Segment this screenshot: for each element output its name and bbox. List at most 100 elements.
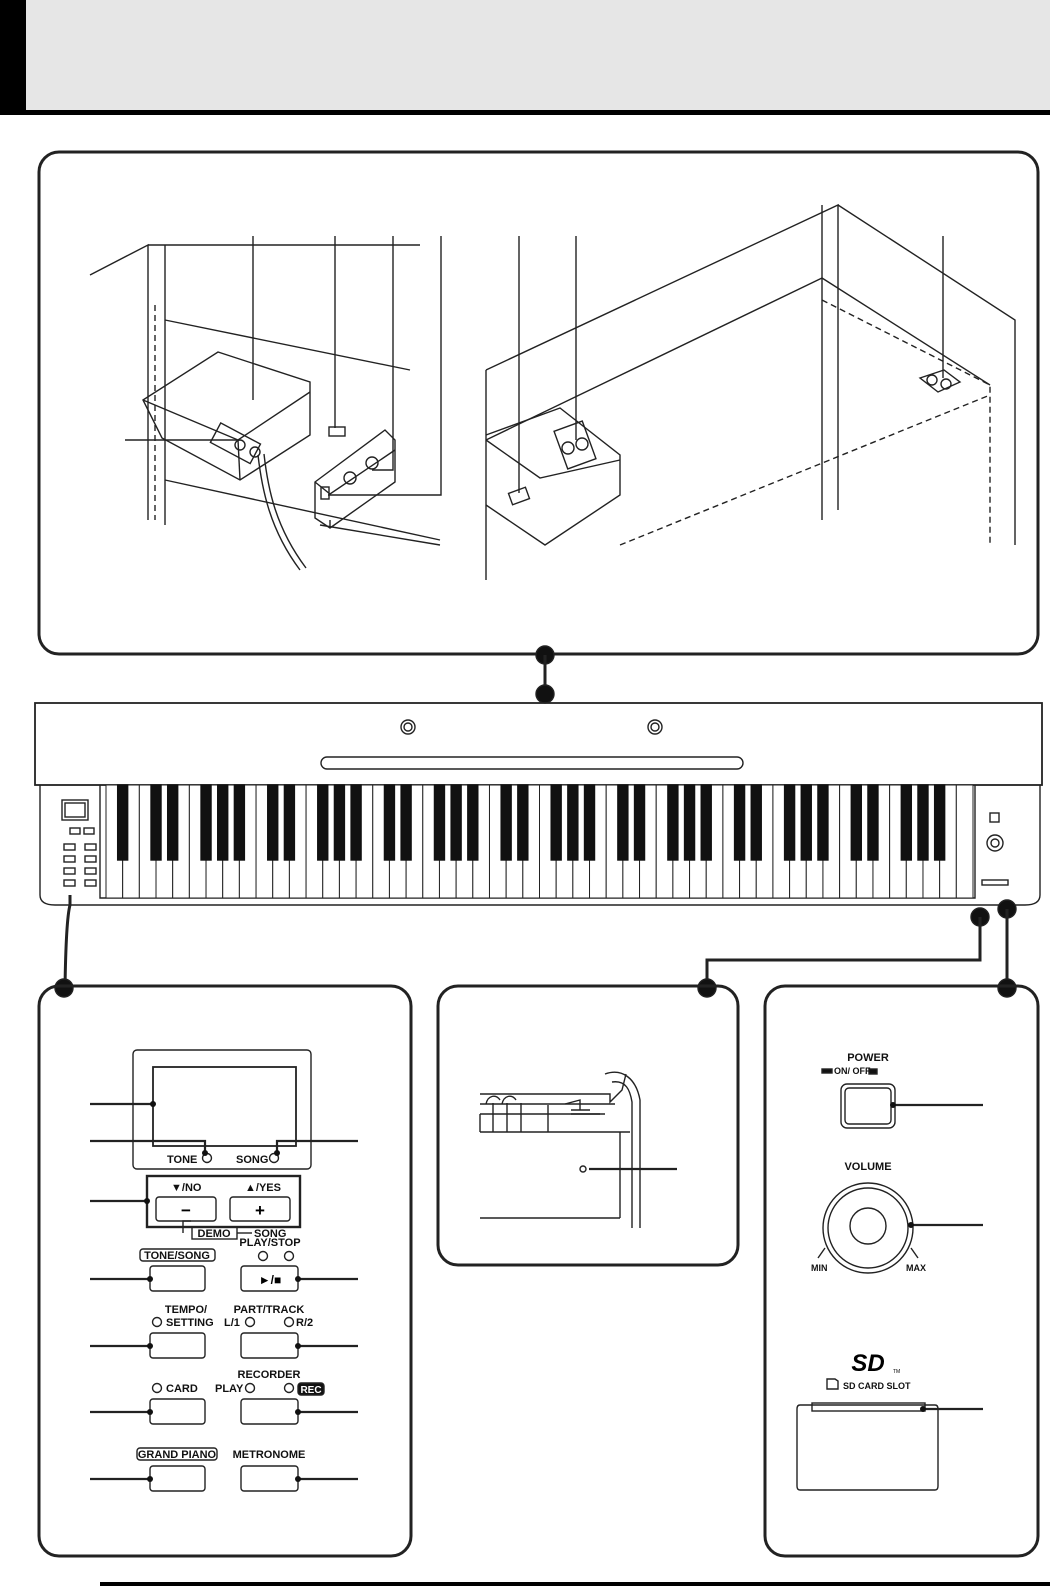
black-key	[517, 784, 529, 861]
power-states: ON/ OFF	[834, 1066, 871, 1076]
song-label: SONG	[254, 1228, 286, 1240]
yes-label: ▲/YES	[245, 1182, 281, 1194]
rec-led	[283, 1382, 295, 1394]
black-key	[850, 784, 862, 861]
header-rule	[26, 110, 1050, 115]
recorder-label: RECORDER	[238, 1369, 301, 1381]
max-label: MAX	[906, 1263, 926, 1273]
recorder-button[interactable]	[240, 1398, 299, 1425]
tempo-setting-button[interactable]	[149, 1332, 206, 1359]
lcd-housing	[132, 1049, 312, 1170]
cutaway-illustration	[479, 1071, 677, 1228]
black-key	[933, 784, 946, 861]
black-key	[633, 784, 646, 861]
volume-knob-outer[interactable]	[822, 1182, 914, 1274]
no-label: ▼/NO	[171, 1182, 202, 1194]
connector-line	[63, 895, 72, 989]
usb-port	[507, 486, 531, 506]
controls-panel	[763, 984, 1040, 1558]
sd-logo: SD	[851, 1350, 884, 1377]
black-key	[317, 784, 329, 861]
black-key	[350, 784, 362, 861]
white-key	[955, 784, 974, 899]
small-switch	[328, 426, 346, 437]
console-panel	[37, 984, 413, 1558]
demo-bracket	[182, 1220, 191, 1233]
black-key	[683, 784, 696, 861]
black-key	[783, 784, 796, 861]
black-key	[267, 784, 279, 861]
black-key	[217, 784, 229, 861]
power-button[interactable]	[840, 1083, 896, 1129]
black-key	[116, 784, 129, 861]
r2-led	[283, 1316, 295, 1328]
plus-glyph: +	[255, 1201, 265, 1220]
grand-piano-label: GRAND PIANO	[138, 1449, 217, 1461]
underside-panel	[37, 150, 1040, 656]
black-key	[383, 784, 396, 861]
black-key	[150, 784, 162, 861]
play-led-right	[283, 1250, 295, 1262]
l1-led	[244, 1316, 256, 1328]
play-label: PLAY	[215, 1383, 244, 1395]
sd-tm: TM	[893, 1369, 900, 1375]
black-key	[733, 784, 746, 861]
sd-card-icon	[826, 1378, 839, 1390]
mini-console	[61, 799, 97, 887]
sd-slot-label: SD CARD SLOT	[843, 1381, 911, 1391]
play-rec-led	[244, 1382, 256, 1394]
tone-song-button[interactable]	[149, 1265, 206, 1292]
sd-card-slot	[811, 1402, 926, 1412]
black-key	[567, 784, 579, 861]
play-stop-glyph: ►/■	[259, 1273, 281, 1287]
volume-knob-center	[849, 1207, 887, 1245]
yes-button[interactable]	[229, 1196, 291, 1222]
rec-badge	[297, 1382, 325, 1396]
song-led	[268, 1152, 280, 1164]
black-key	[500, 784, 512, 861]
black-key	[283, 784, 296, 861]
black-key	[166, 784, 179, 861]
black-key	[750, 784, 762, 861]
card-button[interactable]	[149, 1398, 206, 1425]
black-key	[700, 784, 712, 861]
header-band	[0, 0, 1050, 115]
black-key	[450, 784, 462, 861]
tempo-label: TEMPO/	[165, 1304, 207, 1316]
black-key	[667, 784, 679, 861]
metronome-button[interactable]	[240, 1465, 299, 1492]
metronome-label: METRONOME	[233, 1449, 306, 1461]
black-key	[900, 784, 913, 861]
footer-rule	[100, 1582, 1050, 1586]
setting-label: SETTING	[166, 1317, 214, 1329]
black-key	[550, 784, 562, 861]
min-label: MIN	[811, 1263, 828, 1273]
tone-song-frame	[139, 1248, 216, 1262]
play-led-left	[257, 1250, 269, 1262]
grand-piano-button[interactable]	[149, 1465, 206, 1492]
controls-leaders	[895, 1103, 983, 1411]
play-stop-label: PLAY/STOP	[239, 1237, 300, 1249]
part-track-button[interactable]	[240, 1332, 299, 1359]
black-key	[200, 784, 212, 861]
grand-piano-frame	[136, 1447, 218, 1461]
header-tab	[0, 0, 26, 115]
card-led	[151, 1382, 163, 1394]
pedal-jack	[209, 422, 262, 465]
tone-led-label: TONE	[167, 1154, 197, 1166]
black-key	[800, 784, 812, 861]
mini-right-panel	[981, 812, 1009, 886]
black-key	[400, 784, 412, 861]
sd-slot-panel	[796, 1404, 939, 1491]
demo-label: DEMO	[198, 1228, 231, 1240]
connector-dot	[535, 684, 555, 704]
black-key	[583, 784, 596, 861]
minus-glyph: −	[181, 1201, 191, 1220]
part-track-label: PART/TRACK	[234, 1304, 305, 1316]
power-label: POWER	[847, 1052, 889, 1064]
black-key	[433, 784, 446, 861]
l1-label: L/1	[224, 1317, 240, 1329]
rec-label: REC	[300, 1385, 321, 1396]
connector-line	[705, 917, 982, 988]
